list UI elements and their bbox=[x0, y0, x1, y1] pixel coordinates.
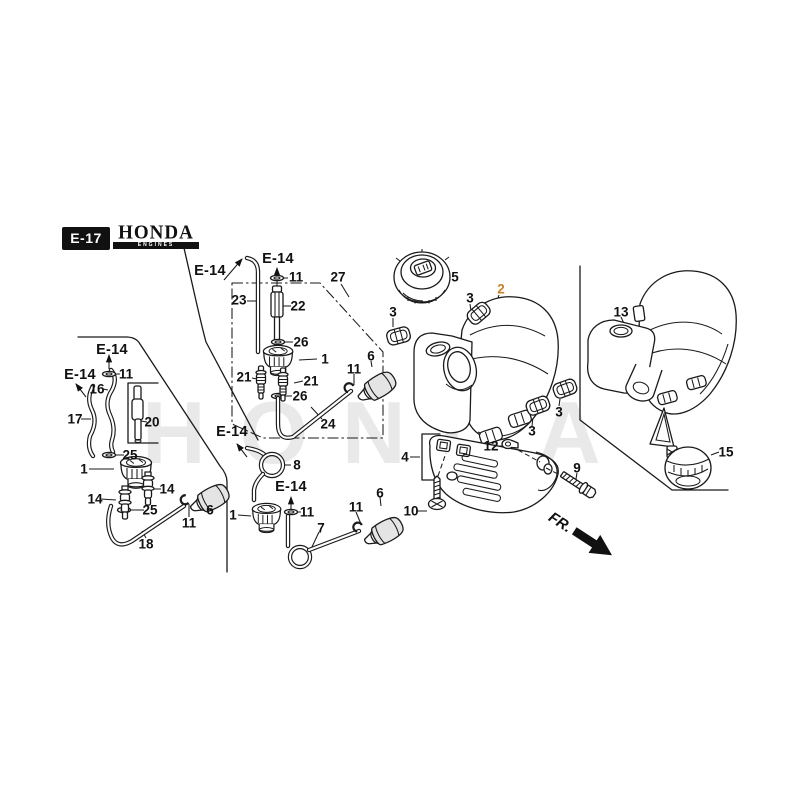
assembled-tank-13-drawing bbox=[586, 270, 737, 415]
part-callout-11: 11 bbox=[346, 361, 362, 377]
part-callout-23: 23 bbox=[231, 292, 247, 308]
part-callout-25: 25 bbox=[122, 447, 138, 463]
part-callout-3: 3 bbox=[466, 290, 474, 306]
part-callout-27: 27 bbox=[330, 269, 346, 285]
part-callout-10: 10 bbox=[403, 503, 419, 519]
part-callout-25: 25 bbox=[142, 502, 158, 518]
part-callout-24: 24 bbox=[320, 416, 336, 432]
brand-logo: HONDA ENGINES bbox=[113, 221, 199, 249]
part-callout-6: 6 bbox=[206, 502, 214, 518]
bottom-hose-group bbox=[247, 448, 407, 570]
part-callout-26: 26 bbox=[293, 334, 309, 350]
part-callout-12: 12 bbox=[483, 438, 499, 454]
page-ref-label-3: E-14 bbox=[64, 367, 96, 383]
part-callout-9: 9 bbox=[573, 460, 581, 476]
brand-subtitle: ENGINES bbox=[113, 242, 199, 249]
part-callout-1: 1 bbox=[80, 461, 88, 477]
part-callout-11: 11 bbox=[118, 366, 134, 382]
part-callout-3: 3 bbox=[528, 423, 536, 439]
part-callout-1: 1 bbox=[229, 507, 237, 523]
part-callout-21: 21 bbox=[236, 369, 252, 385]
part-callout-7: 7 bbox=[317, 520, 325, 536]
left-hose-group bbox=[89, 370, 233, 544]
page-ref-arrows bbox=[75, 258, 295, 509]
fuel-tank-2-drawing bbox=[413, 296, 559, 446]
part-callout-20: 20 bbox=[144, 414, 160, 430]
part-callout-2: 2 bbox=[497, 281, 505, 297]
pipe-20-drawing bbox=[131, 385, 144, 444]
part-callout-14: 14 bbox=[159, 481, 175, 497]
part-callout-6: 6 bbox=[367, 348, 375, 364]
tube-assembly-group bbox=[247, 258, 400, 438]
part-callout-18: 18 bbox=[138, 536, 154, 552]
part-callout-8: 8 bbox=[293, 457, 301, 473]
part-callout-11: 11 bbox=[288, 269, 304, 285]
part-callout-11: 11 bbox=[299, 504, 315, 520]
bolt-9-drawing bbox=[560, 471, 597, 499]
part-callout-3: 3 bbox=[555, 404, 563, 420]
page-ref-label-5: E-14 bbox=[275, 479, 307, 495]
guard-bracket-4-drawing bbox=[427, 434, 597, 514]
part-callout-6: 6 bbox=[376, 485, 384, 501]
nut-12-drawing bbox=[501, 438, 519, 450]
fr-direction-arrow bbox=[571, 527, 613, 556]
part-callout-1: 1 bbox=[321, 351, 329, 367]
page-ref-label-1: E-14 bbox=[262, 251, 294, 267]
part-callout-14: 14 bbox=[87, 491, 103, 507]
part-callout-16: 16 bbox=[89, 381, 105, 397]
part-callout-22: 22 bbox=[290, 298, 306, 314]
part-callout-13: 13 bbox=[613, 304, 629, 320]
part-callout-17: 17 bbox=[67, 411, 83, 427]
part-callout-5: 5 bbox=[451, 269, 459, 285]
part-callout-11: 11 bbox=[181, 515, 197, 531]
part-callout-11: 11 bbox=[348, 499, 364, 515]
brand-wordmark: HONDA bbox=[118, 221, 194, 244]
page-ref-label-0: E-14 bbox=[194, 263, 226, 279]
part-callout-3: 3 bbox=[389, 304, 397, 320]
page-code-badge: E-17 bbox=[62, 227, 110, 250]
page-ref-label-2: E-14 bbox=[96, 342, 128, 358]
part-callout-26: 26 bbox=[292, 388, 308, 404]
screw-10-drawing bbox=[427, 475, 447, 511]
part-callout-4: 4 bbox=[401, 449, 409, 465]
part-callout-21: 21 bbox=[303, 373, 319, 389]
part-callout-15: 15 bbox=[718, 444, 734, 460]
reference-frames bbox=[77, 247, 729, 573]
tether-cap-15-drawing bbox=[649, 407, 712, 490]
fuel-cap-5-drawing bbox=[393, 249, 451, 304]
page-ref-label-4: E-14 bbox=[216, 424, 248, 440]
